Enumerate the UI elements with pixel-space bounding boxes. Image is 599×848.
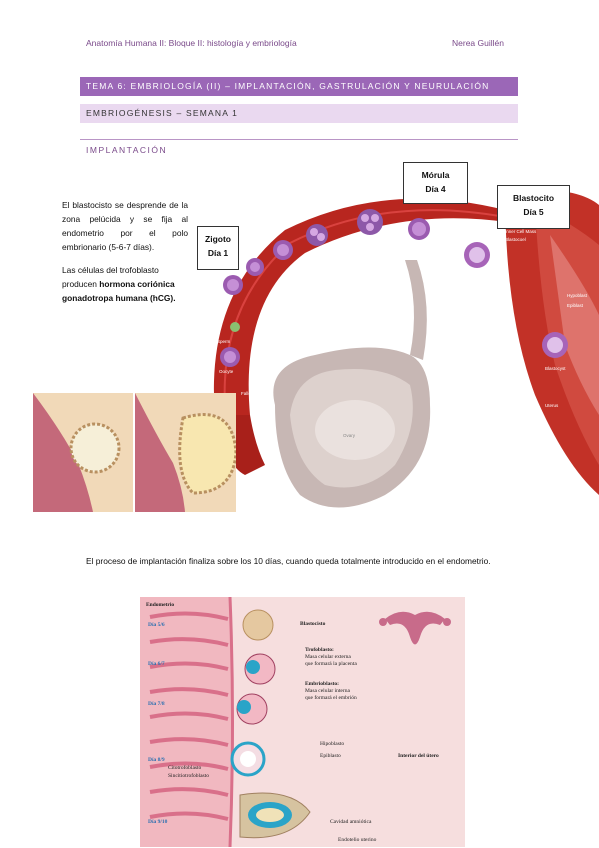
implantation-paragraph: El proceso de implantación finaliza sobr… bbox=[86, 556, 491, 566]
callout-zigoto-day: Día 1 bbox=[207, 248, 229, 258]
fig2-trofoblasto-desc1: Masa celular externa bbox=[305, 654, 351, 660]
callout-blastocito-day: Día 5 bbox=[523, 207, 544, 217]
fig2-trofoblasto-title: Trofoblasto: bbox=[305, 647, 334, 653]
fig2-embrioblasto-title: Embrioblasto: bbox=[305, 681, 339, 687]
fig2-trofoblasto-desc2: que formará la placenta bbox=[305, 661, 357, 667]
label-8cell: 8-Cell bbox=[355, 199, 367, 204]
fig2-hipoblasto: Hipoblasto bbox=[320, 741, 345, 747]
fig2-day-3: Día 7/8 bbox=[148, 701, 165, 707]
label-inner-cell: Inner Cell Mass bbox=[505, 229, 537, 234]
header-course-title: Anatomía Humana II: Bloque II: histologí… bbox=[86, 38, 297, 48]
label-sperm: Sperm bbox=[217, 339, 231, 344]
label-morula: Morula bbox=[410, 246, 424, 251]
label-blastocyst: Blastocyst bbox=[545, 366, 566, 371]
fig2-day-4: Día 8/9 bbox=[148, 757, 165, 763]
label-oocyte: Oocyte bbox=[219, 369, 234, 374]
callout-morula-title: Mórula bbox=[421, 170, 450, 180]
fig2-blastocisto: Blastocisto bbox=[300, 621, 326, 627]
fig2-endometrio: Endometrio bbox=[146, 602, 175, 608]
intro-text-1: El blastocisto se desprende de la zona p… bbox=[62, 200, 188, 252]
intro-text-2-bold: hormona coriónica gonadotropa humana (hC… bbox=[62, 279, 176, 303]
label-zygote: Zygote bbox=[211, 296, 225, 301]
callout-blastocito: Blastocito Día 5 bbox=[497, 185, 570, 229]
fig2-endotelio: Endotelio uterino bbox=[338, 837, 377, 843]
callout-blastocito-title: Blastocito bbox=[512, 193, 555, 203]
fig2-embrioblasto-desc1: Masa celular interna bbox=[305, 688, 350, 694]
header-author: Nerea Guillén bbox=[452, 38, 504, 48]
section-divider bbox=[80, 139, 518, 140]
label-4cell: 4-Cell bbox=[300, 213, 312, 218]
label-epiblast: Epiblast bbox=[567, 303, 584, 308]
fig2-day-5: Día 9/10 bbox=[148, 819, 168, 825]
section-title: IMPLANTACIÓN bbox=[86, 145, 168, 155]
callout-morula: Mórula Día 4 bbox=[403, 162, 468, 204]
fig2-sincitiotrofoblasto: Sincitiotrofoblasto bbox=[168, 773, 209, 779]
fig2-embrioblasto-desc2: que formará el embrión bbox=[305, 695, 357, 701]
implantation-illustration bbox=[33, 393, 236, 512]
label-ovary: Ovary bbox=[343, 433, 356, 438]
label-fallopian: Fallopian Tube bbox=[241, 391, 271, 396]
fig2-day-2: Día 6/7 bbox=[148, 661, 165, 667]
callout-zigoto: Zigoto Día 1 bbox=[197, 226, 239, 270]
callout-morula-day: Día 4 bbox=[425, 184, 446, 194]
oviduct-illustration: Zygote 2-Cell Stage 4-Cell 8-Cell Morula… bbox=[211, 189, 599, 508]
fig2-cavidad: Cavidad amniótica bbox=[330, 819, 372, 825]
label-early-blastocyst: Early Blastocyst bbox=[470, 273, 503, 278]
label-blastocoel: Blastocoel bbox=[505, 237, 526, 242]
label-uterus: Uterus bbox=[545, 403, 559, 408]
intro-text-2-start: Las células del trofoblasto producen bbox=[62, 265, 159, 289]
subtopic-band: EMBRIOGÉNESIS – SEMANA 1 bbox=[80, 104, 518, 123]
fig2-interior-utero: Interior del útero bbox=[398, 753, 439, 759]
intro-paragraph: El blastocisto se desprende de la zona p… bbox=[62, 198, 188, 305]
implantation-stages-figure: Endometrio Día 5/6 Día 6/7 Día 7/8 Día 8… bbox=[140, 597, 465, 847]
intro-text-2: Las células del trofoblasto producen hor… bbox=[62, 263, 188, 305]
topic-band: TEMA 6: EMBRIOLOGÍA (II) – IMPLANTACIÓN,… bbox=[80, 77, 518, 96]
label-2cell: 2-Cell Stage bbox=[245, 239, 270, 244]
callout-zigoto-title: Zigoto bbox=[205, 234, 231, 244]
fig2-day-1: Día 5/6 bbox=[148, 622, 165, 628]
fig2-epiblasto: Epiblasto bbox=[320, 753, 341, 759]
label-hypoblast: Hypoblast bbox=[567, 293, 588, 298]
fig2-citotrofoblasto: Citotrofoblasto bbox=[168, 765, 202, 771]
